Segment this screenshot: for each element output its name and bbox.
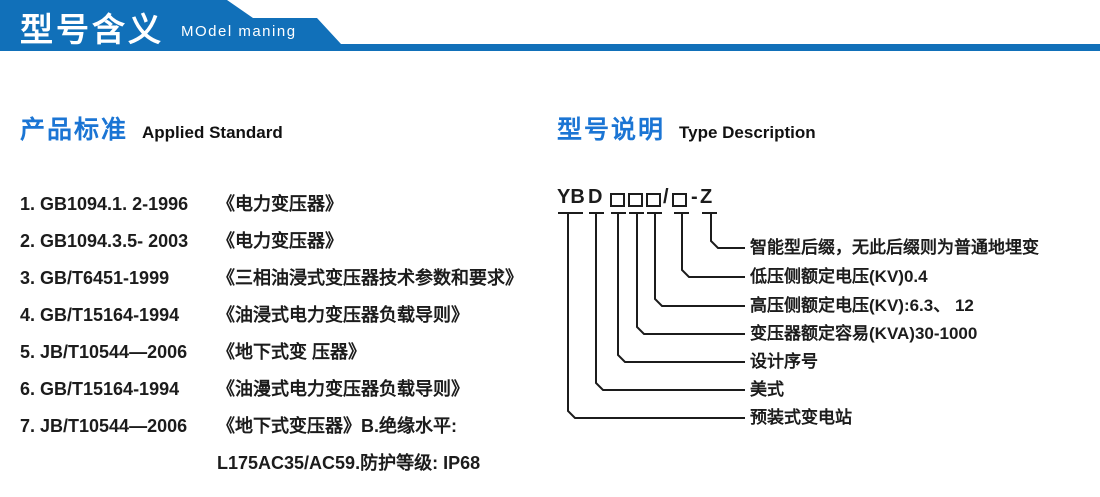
standard-desc: 《三相油浸式变压器技术参数和要求》 — [217, 268, 523, 288]
model-code-box-icon — [628, 193, 643, 207]
standard-code: 1. GB1094.1. 2-1996 — [20, 194, 189, 214]
list-item: 6. GB/T15164-1994 《油漫式电力变压器负载导则》 — [20, 371, 540, 408]
diagram-label: 低压侧额定电压(KV)0.4 — [750, 267, 928, 286]
model-code-diagram: YB D / - Z — [550, 186, 1095, 466]
page-title: 型号含义 — [20, 11, 164, 48]
standard-desc: 《地下式变压器》B.绝缘水平: — [217, 416, 457, 436]
standard-desc: 《电力变压器》 — [217, 231, 343, 251]
list-item: 2. GB1094.3.5- 2003 《电力变压器》 — [20, 223, 540, 260]
model-code-slash: / — [663, 186, 669, 208]
standard-desc: 《油漫式电力变压器负载导则》 — [217, 379, 469, 399]
standard-code: 7. JB/T10544—2006 — [20, 416, 188, 436]
standard-desc: L175AC35/AC59.防护等级: IP68 — [217, 453, 481, 473]
applied-standard-heading-en: Applied Standard — [142, 123, 283, 142]
model-code-dash: - — [691, 186, 698, 208]
list-item: 3. GB/T6451-1999 《三相油浸式变压器技术参数和要求》 — [20, 260, 540, 297]
model-code-box-icon — [672, 193, 687, 207]
applied-standard-heading-zh: 产品标准 — [20, 116, 129, 144]
header-banner: 型号含义 MOdel maning — [0, 0, 1100, 51]
standard-code: 4. GB/T15164-1994 — [20, 305, 180, 325]
model-code-suffix: Z — [700, 186, 713, 208]
diagram-label: 预装式变电站 — [750, 408, 852, 427]
diagram-label: 美式 — [750, 380, 784, 399]
list-item: 7. JB/T10544—2006 《地下式变压器》B.绝缘水平: — [20, 408, 540, 445]
model-code-type-letter: D — [588, 186, 603, 208]
applied-standard-heading: 产品标准 Applied Standard — [20, 110, 283, 146]
diagram-label: 智能型后缀，无此后缀则为普通地埋变 — [750, 238, 1039, 257]
list-item: 5. JB/T10544—2006 《地下式变 压器》 — [20, 334, 540, 371]
connector-lines — [558, 212, 745, 419]
standards-list: 1. GB1094.1. 2-1996 《电力变压器》 2. GB1094.3.5… — [20, 186, 540, 482]
standard-code: 5. JB/T10544—2006 — [20, 342, 188, 362]
model-code-prefix: YB — [557, 186, 585, 208]
standard-code: 6. GB/T15164-1994 — [20, 379, 180, 399]
type-description-heading-zh: 型号说明 — [557, 116, 666, 144]
page-subtitle: MOdel maning — [181, 23, 297, 40]
type-description-heading: 型号说明 Type Description — [557, 110, 816, 146]
list-item: 4. GB/T15164-1994 《油浸式电力变压器负载导则》 — [20, 297, 540, 334]
standard-desc: 《油浸式电力变压器负载导则》 — [217, 305, 469, 325]
diagram-label: 高压侧额定电压(KV):6.3、 12 — [750, 296, 974, 315]
list-item-continuation: L175AC35/AC59.防护等级: IP68 — [20, 445, 540, 482]
standard-code: 3. GB/T6451-1999 — [20, 268, 170, 288]
diagram-label: 设计序号 — [750, 352, 818, 371]
model-code-box-icon — [646, 193, 661, 207]
standard-code: 2. GB1094.3.5- 2003 — [20, 231, 189, 251]
model-code-box-icon — [610, 193, 625, 207]
standard-desc: 《地下式变 压器》 — [217, 342, 367, 362]
type-description-heading-en: Type Description — [679, 123, 816, 142]
standard-desc: 《电力变压器》 — [217, 194, 343, 214]
list-item: 1. GB1094.1. 2-1996 《电力变压器》 — [20, 186, 540, 223]
diagram-label: 变压器额定容易(KVA)30-1000 — [750, 324, 978, 343]
